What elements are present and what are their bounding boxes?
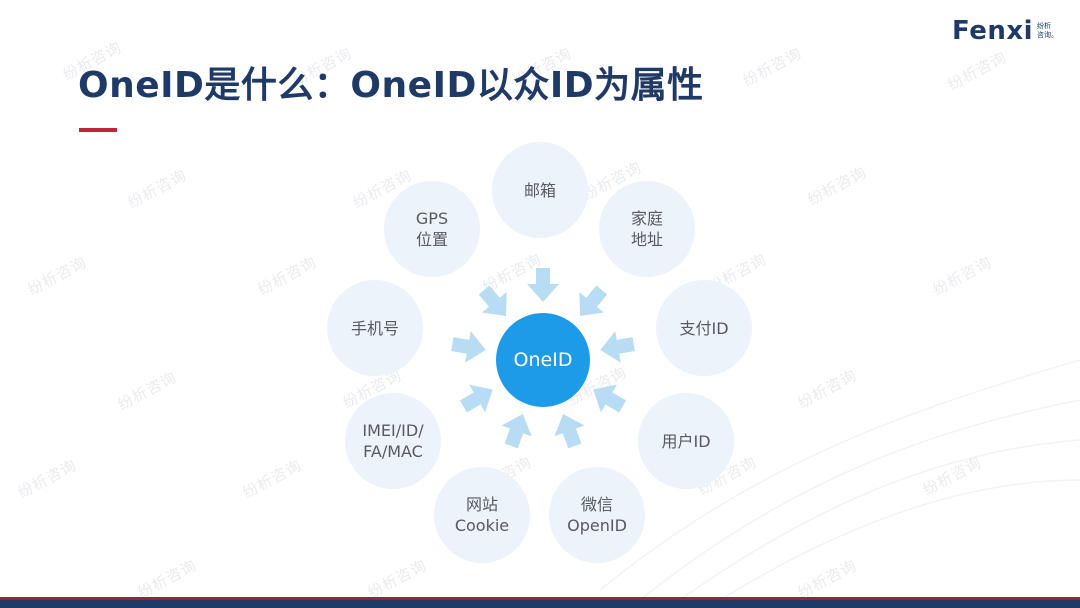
background-curves xyxy=(599,359,1080,600)
center-label: OneID xyxy=(513,349,573,371)
watermark: 纷析咨询 xyxy=(24,252,90,299)
node-label-line2: 地址 xyxy=(630,230,663,249)
node-label-line1: 支付ID xyxy=(679,318,729,338)
page-title: OneID是什么：OneID以众ID为属性 xyxy=(78,65,704,106)
node-home-address: 家庭 地址 xyxy=(599,181,695,277)
arrow-icon xyxy=(478,285,507,316)
footer-accent-line xyxy=(0,597,1080,600)
node-label-line2: 位置 xyxy=(415,230,448,249)
arrow-icon xyxy=(501,414,533,449)
node-label-line2: Cookie xyxy=(454,516,510,535)
node-phone-number: 手机号 xyxy=(327,280,423,376)
node-label-line1: GPS xyxy=(415,209,449,228)
watermark: 纷析咨询 xyxy=(114,367,180,414)
watermark: 纷析咨询 xyxy=(944,47,1010,94)
node-email: 邮箱 xyxy=(492,142,588,238)
company-logo: Fenxi 纷析 咨询。 xyxy=(952,16,1058,46)
node-device-id: IMEI/ID/ FA/MAC xyxy=(345,393,441,489)
node-label-line2: FA/MAC xyxy=(363,442,423,461)
watermark: 纷析咨询 xyxy=(14,455,80,502)
node-gps-location: GPS 位置 xyxy=(384,181,480,277)
arrow-icon xyxy=(553,414,585,449)
logo-subtext-line2: 咨询。 xyxy=(1037,31,1059,39)
watermark: 纷析咨询 xyxy=(134,555,200,602)
logo-subtext-line1: 纷析 xyxy=(1037,22,1052,30)
node-label-line1: 用户ID xyxy=(661,431,711,451)
oneid-center-node: OneID xyxy=(496,313,590,407)
arrow-icon xyxy=(527,268,559,302)
logo-text: Fenxi xyxy=(952,16,1034,46)
arrow-icon xyxy=(600,331,635,363)
node-label-line1: 网站 xyxy=(465,495,498,514)
logo-subtext: 纷析 咨询。 xyxy=(1037,22,1058,40)
node-user-id: 用户ID xyxy=(638,393,734,489)
node-website-cookie: 网站 Cookie xyxy=(434,467,530,563)
arrow-icon xyxy=(593,384,627,413)
node-payment-id: 支付ID xyxy=(656,280,752,376)
node-label-line1: IMEI/ID/ xyxy=(362,421,424,440)
arrow-icon xyxy=(459,384,493,413)
arrow-icon xyxy=(451,331,486,363)
watermark: 纷析咨询 xyxy=(254,252,320,299)
node-label-line1: 手机号 xyxy=(350,318,399,338)
watermark: 纷析咨询 xyxy=(124,165,190,212)
node-label-line1: 微信 xyxy=(580,495,613,514)
title-accent-line xyxy=(79,128,117,132)
node-label-line2: OpenID xyxy=(567,516,627,535)
arrow-icon xyxy=(579,285,608,316)
watermark: 纷析咨询 xyxy=(739,43,805,90)
footer-bar xyxy=(0,597,1080,608)
node-label-line1: 家庭 xyxy=(630,209,663,228)
watermark: 纷析咨询 xyxy=(364,555,430,602)
watermark: 纷析咨询 xyxy=(239,455,305,502)
node-wechat-openid: 微信 OpenID xyxy=(549,467,645,563)
node-label-line1: 邮箱 xyxy=(523,180,556,200)
